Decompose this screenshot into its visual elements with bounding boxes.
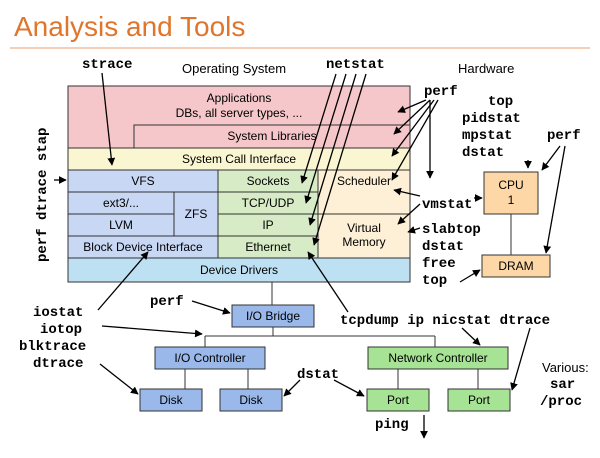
- cpu-box: [483, 171, 539, 215]
- sockets-label: Sockets: [247, 174, 290, 188]
- arrow-dstat-disk: [283, 379, 301, 397]
- io-bridge-label: I/O Bridge: [246, 309, 300, 323]
- tool-mpstat: mpstat: [462, 128, 512, 144]
- cpu-number: 1: [508, 193, 515, 207]
- tool-strace: strace: [82, 57, 132, 73]
- dram-box: [481, 254, 551, 278]
- ethernet-label: Ethernet: [245, 240, 291, 254]
- applications-sublabel: DBs, all server types, ...: [176, 106, 303, 120]
- system-libraries-label: System Libraries: [227, 129, 316, 143]
- arrow-netstat-3: [308, 73, 357, 226]
- tool-iotop: iotop: [40, 322, 82, 338]
- tool-ping: ping: [375, 417, 409, 433]
- tool-top-mem: top: [422, 273, 447, 289]
- ext3-label: ext3/...: [103, 196, 139, 210]
- disk-2-label: Disk: [239, 393, 263, 407]
- arrow-dstat-port: [333, 379, 365, 397]
- tool-sar: sar: [550, 377, 575, 393]
- device-drivers-label: Device Drivers: [200, 263, 278, 277]
- tool-dstat-hw: dstat: [462, 145, 504, 161]
- arrow-netstat-1: [300, 73, 337, 184]
- tool-dstat-bottom: dstat: [297, 367, 339, 383]
- arrow-vmstat-vm: [397, 203, 421, 225]
- virtual-memory-label-2: Memory: [342, 235, 385, 249]
- io-controller-label: I/O Controller: [174, 351, 245, 365]
- tool-pidstat: pidstat: [462, 111, 521, 127]
- tcpudp-label: TCP/UDP: [242, 196, 295, 210]
- os-label: Operating System: [182, 61, 286, 76]
- arrow-perf-right-dram: [543, 145, 566, 254]
- dram-label: DRAM: [498, 259, 533, 273]
- tool-slabtop: slabtop: [422, 222, 481, 238]
- arrow-top-mem-dram: [459, 269, 481, 283]
- block-device-label: Block Device Interface: [83, 240, 203, 254]
- arrow-iotop-bus: [101, 325, 203, 338]
- virtual-memory-label-1: Virtual: [347, 221, 381, 235]
- arrow-dtrace-disk: [99, 363, 139, 395]
- disk-1-label: Disk: [159, 393, 183, 407]
- network-controller-label: Network Controller: [388, 351, 487, 365]
- arrow-vmstat-sched: [393, 187, 421, 197]
- tool-perf-right: perf: [547, 128, 581, 144]
- arrow-strace: [101, 72, 116, 166]
- zfs-label: ZFS: [185, 207, 208, 221]
- arrow-perf-top-3: [391, 99, 435, 157]
- tool-netstat: netstat: [326, 57, 385, 73]
- arrow-nicstat-netctl: [461, 327, 481, 346]
- port-2-label: Port: [468, 393, 491, 407]
- tool-proc: /proc: [540, 394, 582, 410]
- applications-label: Applications: [207, 91, 272, 105]
- network-controller-box: [367, 346, 509, 370]
- arrow-dtrace-port: [510, 327, 531, 391]
- tool-free: free: [422, 256, 456, 272]
- arrows: [54, 72, 566, 439]
- page-title: Analysis and Tools: [14, 11, 245, 42]
- cpu-label: CPU: [498, 178, 523, 192]
- tool-tcpdump-ip-nicstat-dtrace: tcpdump ip nicstat dtrace: [340, 313, 550, 329]
- various-label: Various:: [542, 360, 589, 375]
- tool-perf-dtrace-stap: perf dtrace stap: [35, 128, 51, 262]
- arrow-tcpdump-ethernet: [307, 251, 349, 313]
- disk-1-box: [139, 388, 203, 412]
- arrow-iostat-block: [97, 251, 149, 311]
- tool-dstat-mem: dstat: [422, 239, 464, 255]
- io-controller-box: [154, 346, 266, 370]
- tool-dtrace-left: dtrace: [33, 356, 83, 372]
- tool-top-hw: top: [488, 94, 513, 110]
- arrow-slabtop: [407, 226, 421, 234]
- hardware-label: Hardware: [458, 61, 514, 76]
- tool-vmstat: vmstat: [422, 197, 472, 213]
- arrow-perf-right-cpu: [541, 145, 561, 171]
- arrow-perf-top-1: [397, 99, 427, 113]
- port-1-box: [366, 388, 430, 412]
- syscall-interface-label: System Call Interface: [182, 152, 296, 166]
- tool-perf-top: perf: [424, 84, 458, 100]
- virtual-memory-box: [317, 213, 411, 259]
- tool-perf-mid: perf: [150, 294, 184, 310]
- lvm-label: LVM: [109, 218, 133, 232]
- ip-label: IP: [262, 218, 273, 232]
- arrow-perf-top-2: [393, 99, 431, 135]
- tool-blktrace: blktrace: [19, 339, 86, 355]
- vfs-label: VFS: [131, 174, 154, 188]
- port-1-label: Port: [387, 393, 410, 407]
- scheduler-label: Scheduler: [337, 174, 391, 188]
- tool-iostat: iostat: [33, 305, 83, 321]
- arrow-perf-mid: [191, 300, 231, 315]
- port-2-box: [447, 388, 511, 412]
- disk-2-box: [219, 388, 283, 412]
- arrow-netstat-2: [304, 73, 347, 204]
- arrow-netstat-4: [312, 73, 367, 246]
